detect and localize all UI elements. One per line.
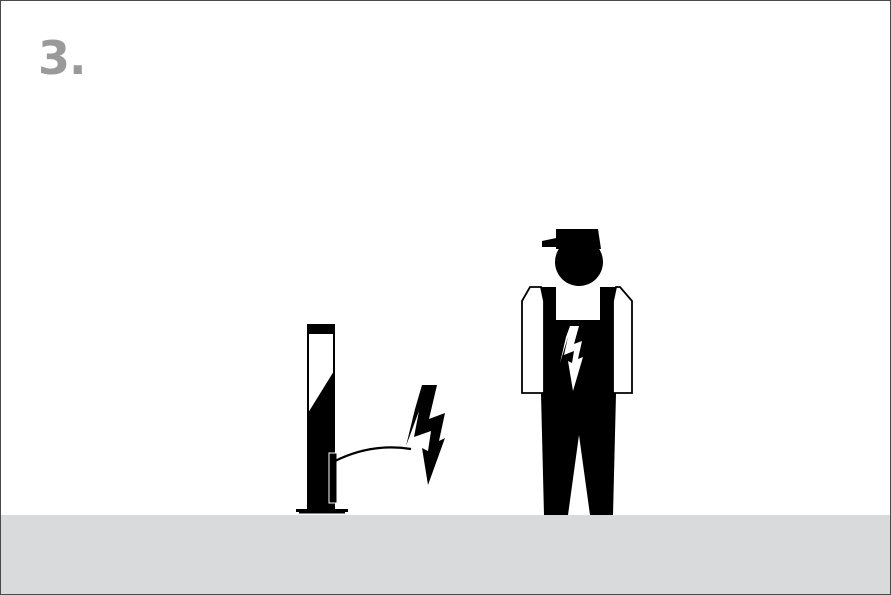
lightning-bolt-icon	[406, 385, 445, 485]
strap-right	[600, 287, 612, 299]
strap-left	[544, 287, 556, 299]
torso	[541, 287, 616, 515]
electrician-figure	[522, 229, 632, 515]
head	[555, 238, 603, 286]
post-base-line	[299, 512, 345, 514]
right-arm	[613, 287, 632, 393]
post-cap	[308, 325, 334, 334]
cap-brim	[542, 237, 561, 247]
charging-post	[296, 325, 348, 514]
cable	[335, 447, 411, 461]
left-arm	[522, 287, 544, 393]
shirt-chest	[556, 287, 600, 320]
